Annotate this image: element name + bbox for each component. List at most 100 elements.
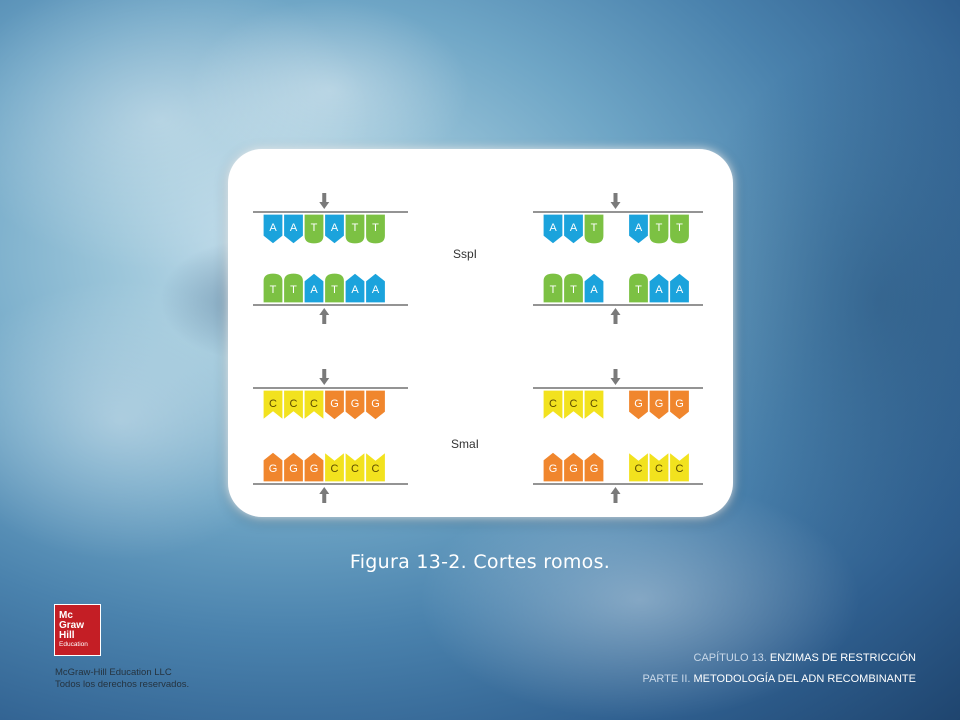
nucleotide-C: [627, 450, 650, 483]
nucleotide-letter: G: [310, 463, 319, 475]
nucleotide-letter: A: [269, 222, 277, 234]
chapter-label: CAPÍTULO 13.: [693, 652, 767, 664]
nucleotide-letter: A: [570, 222, 578, 234]
copyright-notice: McGraw-Hill Education LLC Todos los dere…: [55, 667, 189, 691]
nucleotide-letter: T: [352, 222, 359, 234]
nucleotide-letter: A: [635, 222, 643, 234]
enzyme-label: SspI: [453, 247, 477, 261]
nucleotide-letter: C: [635, 463, 643, 475]
nucleotide-letter: G: [569, 463, 578, 475]
nucleotide-letter: C: [570, 398, 578, 410]
nucleotide-A: [303, 272, 325, 304]
nucleotide-letter: C: [310, 398, 318, 410]
nucleotide-letter: G: [549, 463, 558, 475]
cut-site-arrow: [610, 369, 621, 385]
chapter-info: CAPÍTULO 13. ENZIMAS DE RESTRICCIÓN PART…: [643, 648, 916, 690]
nucleotide-A: [323, 213, 346, 245]
nucleotide-C: [668, 450, 691, 483]
cut-site-arrow: [610, 193, 621, 209]
logo-line-3: Hill: [59, 630, 75, 641]
nucleotide-T: [364, 213, 387, 245]
nucleotide-C: [303, 389, 325, 422]
nucleotide-letter: G: [371, 398, 380, 410]
nucleotide-letter: A: [549, 222, 557, 234]
nucleotide-G: [542, 451, 564, 483]
nucleotide-C: [648, 450, 670, 483]
nucleotide-G: [364, 389, 387, 421]
cut-site-arrow: [319, 369, 330, 385]
nucleotide-letter: C: [549, 398, 557, 410]
cut-site-arrow: [610, 487, 621, 503]
nucleotide-A: [542, 213, 564, 245]
nucleotide-G: [323, 389, 346, 421]
nucleotide-C: [262, 389, 284, 422]
copyright-line-2: Todos los derechos reservados.: [55, 679, 190, 690]
nucleotide-letter: C: [331, 463, 339, 475]
cut-site-arrow: [319, 308, 330, 324]
cut-site-arrow: [319, 487, 330, 503]
nucleotide-C: [282, 389, 305, 422]
nucleotide-letter: A: [590, 284, 598, 296]
nucleotide-letter: T: [270, 284, 277, 296]
nucleotide-T: [562, 272, 585, 304]
nucleotide-A: [562, 213, 585, 245]
figure-caption: Figura 13-2. Cortes romos.: [349, 551, 611, 573]
nucleotide-letter: A: [351, 284, 359, 296]
nucleotide-letter: T: [591, 222, 598, 234]
nucleotide-G: [583, 451, 605, 483]
nucleotide-letter: C: [590, 398, 598, 410]
nucleotide-G: [562, 451, 585, 483]
nucleotide-A: [282, 213, 305, 245]
nucleotide-letter: A: [290, 222, 298, 234]
nucleotide-A: [583, 272, 605, 304]
logo-line-2: Graw: [59, 620, 85, 631]
chapter-line: CAPÍTULO 13. ENZIMAS DE RESTRICCIÓN: [643, 648, 917, 669]
nucleotide-letter: G: [675, 398, 684, 410]
nucleotide-A: [262, 213, 284, 245]
nucleotide-A: [364, 272, 387, 304]
logo-line-1: Mc: [59, 610, 73, 621]
nucleotide-letter: G: [330, 398, 339, 410]
nucleotide-letter: A: [372, 284, 380, 296]
nucleotide-T: [344, 213, 366, 245]
nucleotide-letter: A: [676, 284, 684, 296]
nucleotide-letter: T: [570, 284, 577, 296]
nucleotide-letter: T: [656, 222, 663, 234]
nucleotide-G: [648, 389, 670, 421]
nucleotide-G: [668, 389, 691, 421]
nucleotide-letter: C: [372, 463, 380, 475]
nucleotide-letter: G: [590, 463, 599, 475]
logo-line-4: Education: [59, 641, 88, 648]
copyright-line-1: McGraw-Hill Education LLC: [55, 667, 172, 678]
enzyme-label: SmaI: [451, 437, 479, 451]
nucleotide-letter: A: [310, 284, 318, 296]
nucleotide-G: [303, 451, 325, 483]
nucleotide-C: [364, 450, 387, 483]
nucleotide-letter: T: [290, 284, 297, 296]
nucleotide-T: [323, 272, 346, 304]
nucleotide-letter: T: [635, 284, 642, 296]
part-title: METODOLOGÍA DEL ADN RECOMBINANTE: [693, 673, 917, 685]
nucleotide-letter: G: [634, 398, 643, 410]
nucleotide-letter: A: [331, 222, 339, 234]
nucleotide-C: [344, 450, 366, 483]
nucleotide-letter: C: [269, 398, 277, 410]
nucleotide-A: [344, 272, 366, 304]
nucleotide-T: [542, 272, 564, 304]
nucleotide-G: [262, 451, 284, 483]
nucleotide-G: [344, 389, 366, 421]
nucleotide-letter: T: [311, 222, 318, 234]
part-line: PARTE II. METODOLOGÍA DEL ADN RECOMBINAN…: [643, 669, 916, 690]
nucleotide-letter: C: [351, 463, 359, 475]
nucleotide-C: [562, 389, 585, 422]
